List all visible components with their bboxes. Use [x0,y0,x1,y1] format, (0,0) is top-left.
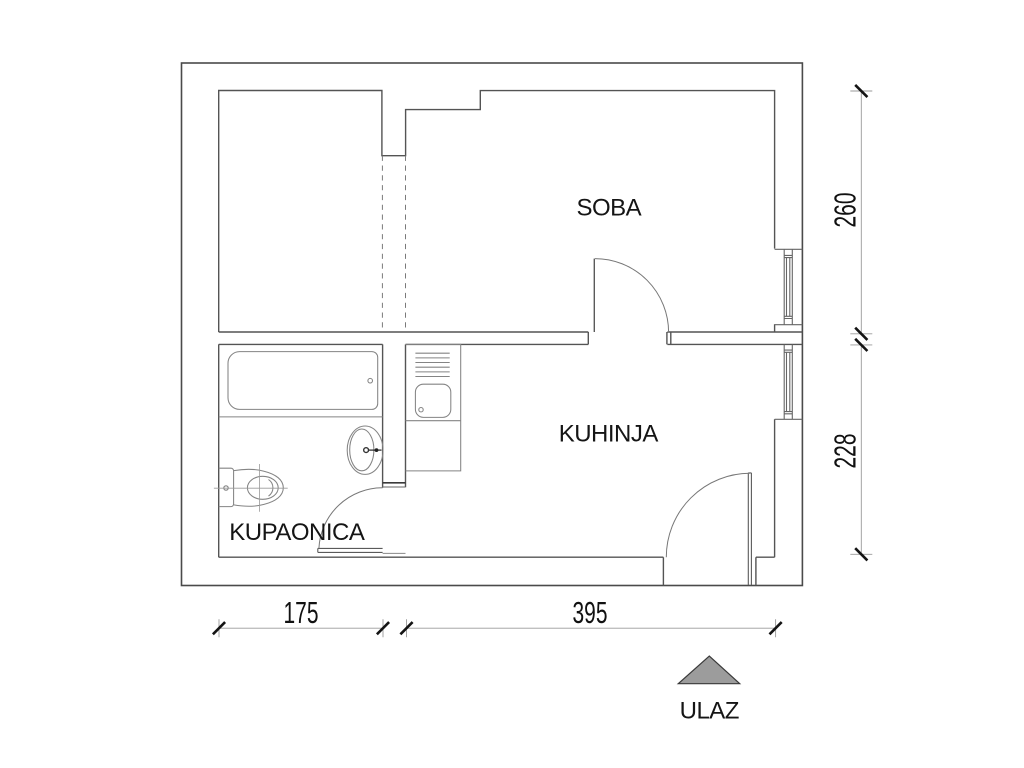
svg-text:175: 175 [284,595,319,630]
svg-text:KUHINJA: KUHINJA [559,421,659,448]
svg-text:ULAZ: ULAZ [680,698,739,725]
svg-text:KUPAONICA: KUPAONICA [229,519,365,546]
svg-text:260: 260 [828,193,863,228]
svg-text:SOBA: SOBA [576,194,641,221]
svg-text:395: 395 [573,595,608,630]
svg-text:228: 228 [828,434,863,469]
